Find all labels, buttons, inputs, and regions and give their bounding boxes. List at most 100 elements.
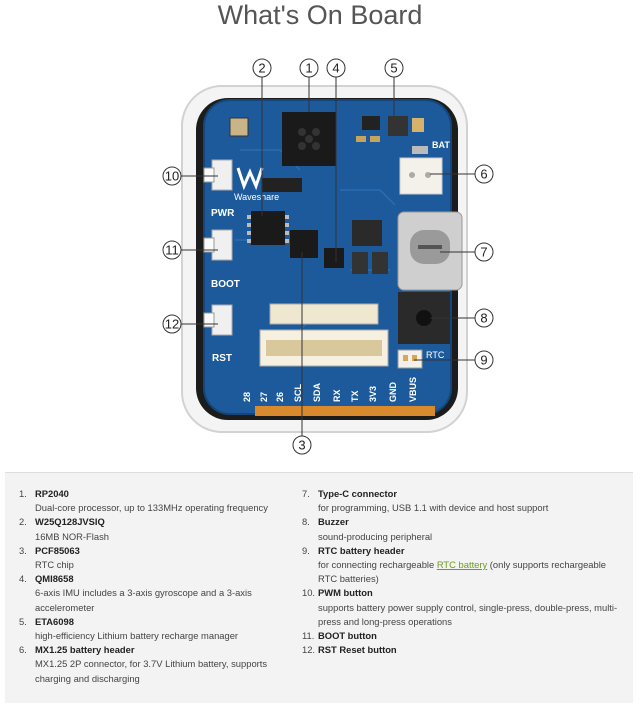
legend-item-description: MX1.25 2P connector, for 3.7V Lithium ba… xyxy=(35,658,268,684)
legend-item-description: Dual-core processor, up to 133MHz operat… xyxy=(35,502,268,514)
legend-item-name: Buzzer xyxy=(318,516,349,528)
callout-marker xyxy=(252,58,272,78)
legend-item: 12.RST Reset button xyxy=(302,643,622,657)
callout-number: 6 xyxy=(480,167,487,182)
fpc-connector xyxy=(259,303,389,367)
callout-marker xyxy=(162,166,182,186)
type-c-connector xyxy=(397,211,463,291)
board-diagram: BAT RTC xyxy=(162,58,494,455)
callout-marker xyxy=(474,242,494,262)
legend-item-description: for connecting rechargeable RTC battery … xyxy=(318,559,607,585)
callout-marker xyxy=(384,58,404,78)
callout-marker xyxy=(326,58,346,78)
page-title: What's On Board xyxy=(217,0,423,30)
rtc-battery-link[interactable]: RTC battery xyxy=(436,559,488,571)
imu-chip xyxy=(324,248,344,268)
legend-item-name: RTC battery header xyxy=(318,544,405,556)
legend-item-name: RST Reset button xyxy=(318,644,397,656)
pwr-button xyxy=(203,159,233,191)
legend-item-description: 16MB NOR-Flash xyxy=(35,530,109,542)
callout-number: 1 xyxy=(305,61,312,76)
legend-item: 7. Type-C connector for programming, USB 1… xyxy=(302,487,622,515)
callout-number: 11 xyxy=(165,243,179,258)
pwr-label: PWR xyxy=(211,208,235,219)
boot-label: BOOT xyxy=(211,279,240,290)
callout-number: 9 xyxy=(480,353,487,368)
battery-header xyxy=(399,146,443,195)
callout-marker xyxy=(162,314,182,334)
legend-item-number: 5. xyxy=(19,615,27,627)
legend-item-number: 10. xyxy=(302,587,316,599)
legend-item-description: high-efficiency Lithium battery recharge… xyxy=(35,630,239,642)
legend-item-number: 3. xyxy=(19,544,27,556)
callout-number: 12 xyxy=(165,317,179,332)
legend-item: 11.BOOT button xyxy=(302,629,622,643)
legend-item: 8. Buzzer sound-producing peripheral xyxy=(302,515,622,543)
rtc-chip xyxy=(290,230,318,258)
callout-marker xyxy=(162,240,182,260)
callout-number: 5 xyxy=(390,61,397,76)
callout-number: 7 xyxy=(480,245,487,260)
callout-number: 8 xyxy=(480,311,487,326)
pin-label: TX xyxy=(350,390,360,402)
legend-item-number: 8. xyxy=(302,516,310,528)
legend-item-number: 2. xyxy=(19,516,27,528)
pin-label: 28 xyxy=(242,392,252,402)
legend-item-name: ETA6098 xyxy=(35,615,74,627)
rst-label: RST xyxy=(212,353,232,364)
bat-label: BAT xyxy=(432,140,450,150)
pin-label: VBUS xyxy=(408,377,418,402)
legend-item: 5. ETA6098 high-efficiency Lithium battery… xyxy=(19,615,294,643)
flash-chip xyxy=(247,211,289,245)
legend-item-name: PCF85063 xyxy=(35,544,80,556)
legend-item-description: 6-axis IMU includes a 3-axis gyroscope a… xyxy=(35,587,252,613)
pin-label: 3V3 xyxy=(368,386,378,402)
pin-label: 26 xyxy=(275,392,285,402)
callout-marker xyxy=(292,435,312,455)
legend-item-name: PWM button xyxy=(318,587,373,599)
charger-chip xyxy=(362,116,380,130)
callout-number: 2 xyxy=(258,61,265,76)
legend-item-number: 7. xyxy=(302,488,310,499)
pin-label: GND xyxy=(388,382,398,403)
legend-item-name: MX1.25 battery header xyxy=(35,644,135,656)
callout-marker xyxy=(474,350,494,370)
callout-number: 3 xyxy=(298,438,305,453)
legend-item-number: 11. xyxy=(302,630,315,642)
rst-button xyxy=(203,304,233,336)
rtc-battery-header xyxy=(397,349,423,369)
legend-item-name: RP2040 xyxy=(35,488,69,499)
legend-item-description: supports battery power supply control, s… xyxy=(318,601,618,627)
legend-item-number: 1. xyxy=(19,488,27,499)
legend-item-description: sound-producing peripheral xyxy=(318,530,433,542)
legend-item-description: RTC chip xyxy=(35,559,74,571)
callout-marker xyxy=(299,58,319,78)
pin-label: RX xyxy=(332,389,342,402)
callout-number: 10 xyxy=(165,169,179,184)
legend-item-number: 9. xyxy=(302,544,310,556)
callout-marker xyxy=(474,164,494,184)
rtc-label: RTC xyxy=(426,350,445,360)
pin-label: 27 xyxy=(259,392,269,402)
legend-item-name: BOOT button xyxy=(318,630,377,642)
legend-item-number: 12. xyxy=(302,644,316,656)
legend-item-name: Type-C connector xyxy=(318,488,397,499)
brand-label: Waveshare xyxy=(234,192,279,202)
crystal xyxy=(229,117,249,137)
callout-marker xyxy=(474,308,494,328)
legend-item-name: W25Q128JVSIQ xyxy=(35,516,105,528)
legend-item-name: QMI8658 xyxy=(35,573,74,585)
pin-label: SDA xyxy=(312,382,322,402)
waveshare-logo-icon xyxy=(236,167,264,191)
pin-header: 28 27 26 SCL SDA RX TX 3V3 GND VBUS xyxy=(242,377,418,402)
legend-item: 10.PWM button supports battery power supp… xyxy=(302,586,622,629)
rp2040-chip xyxy=(282,112,336,166)
pin-label: SCL xyxy=(293,383,303,402)
legend-item-description: for programming, USB 1.1 with device and… xyxy=(318,502,549,514)
